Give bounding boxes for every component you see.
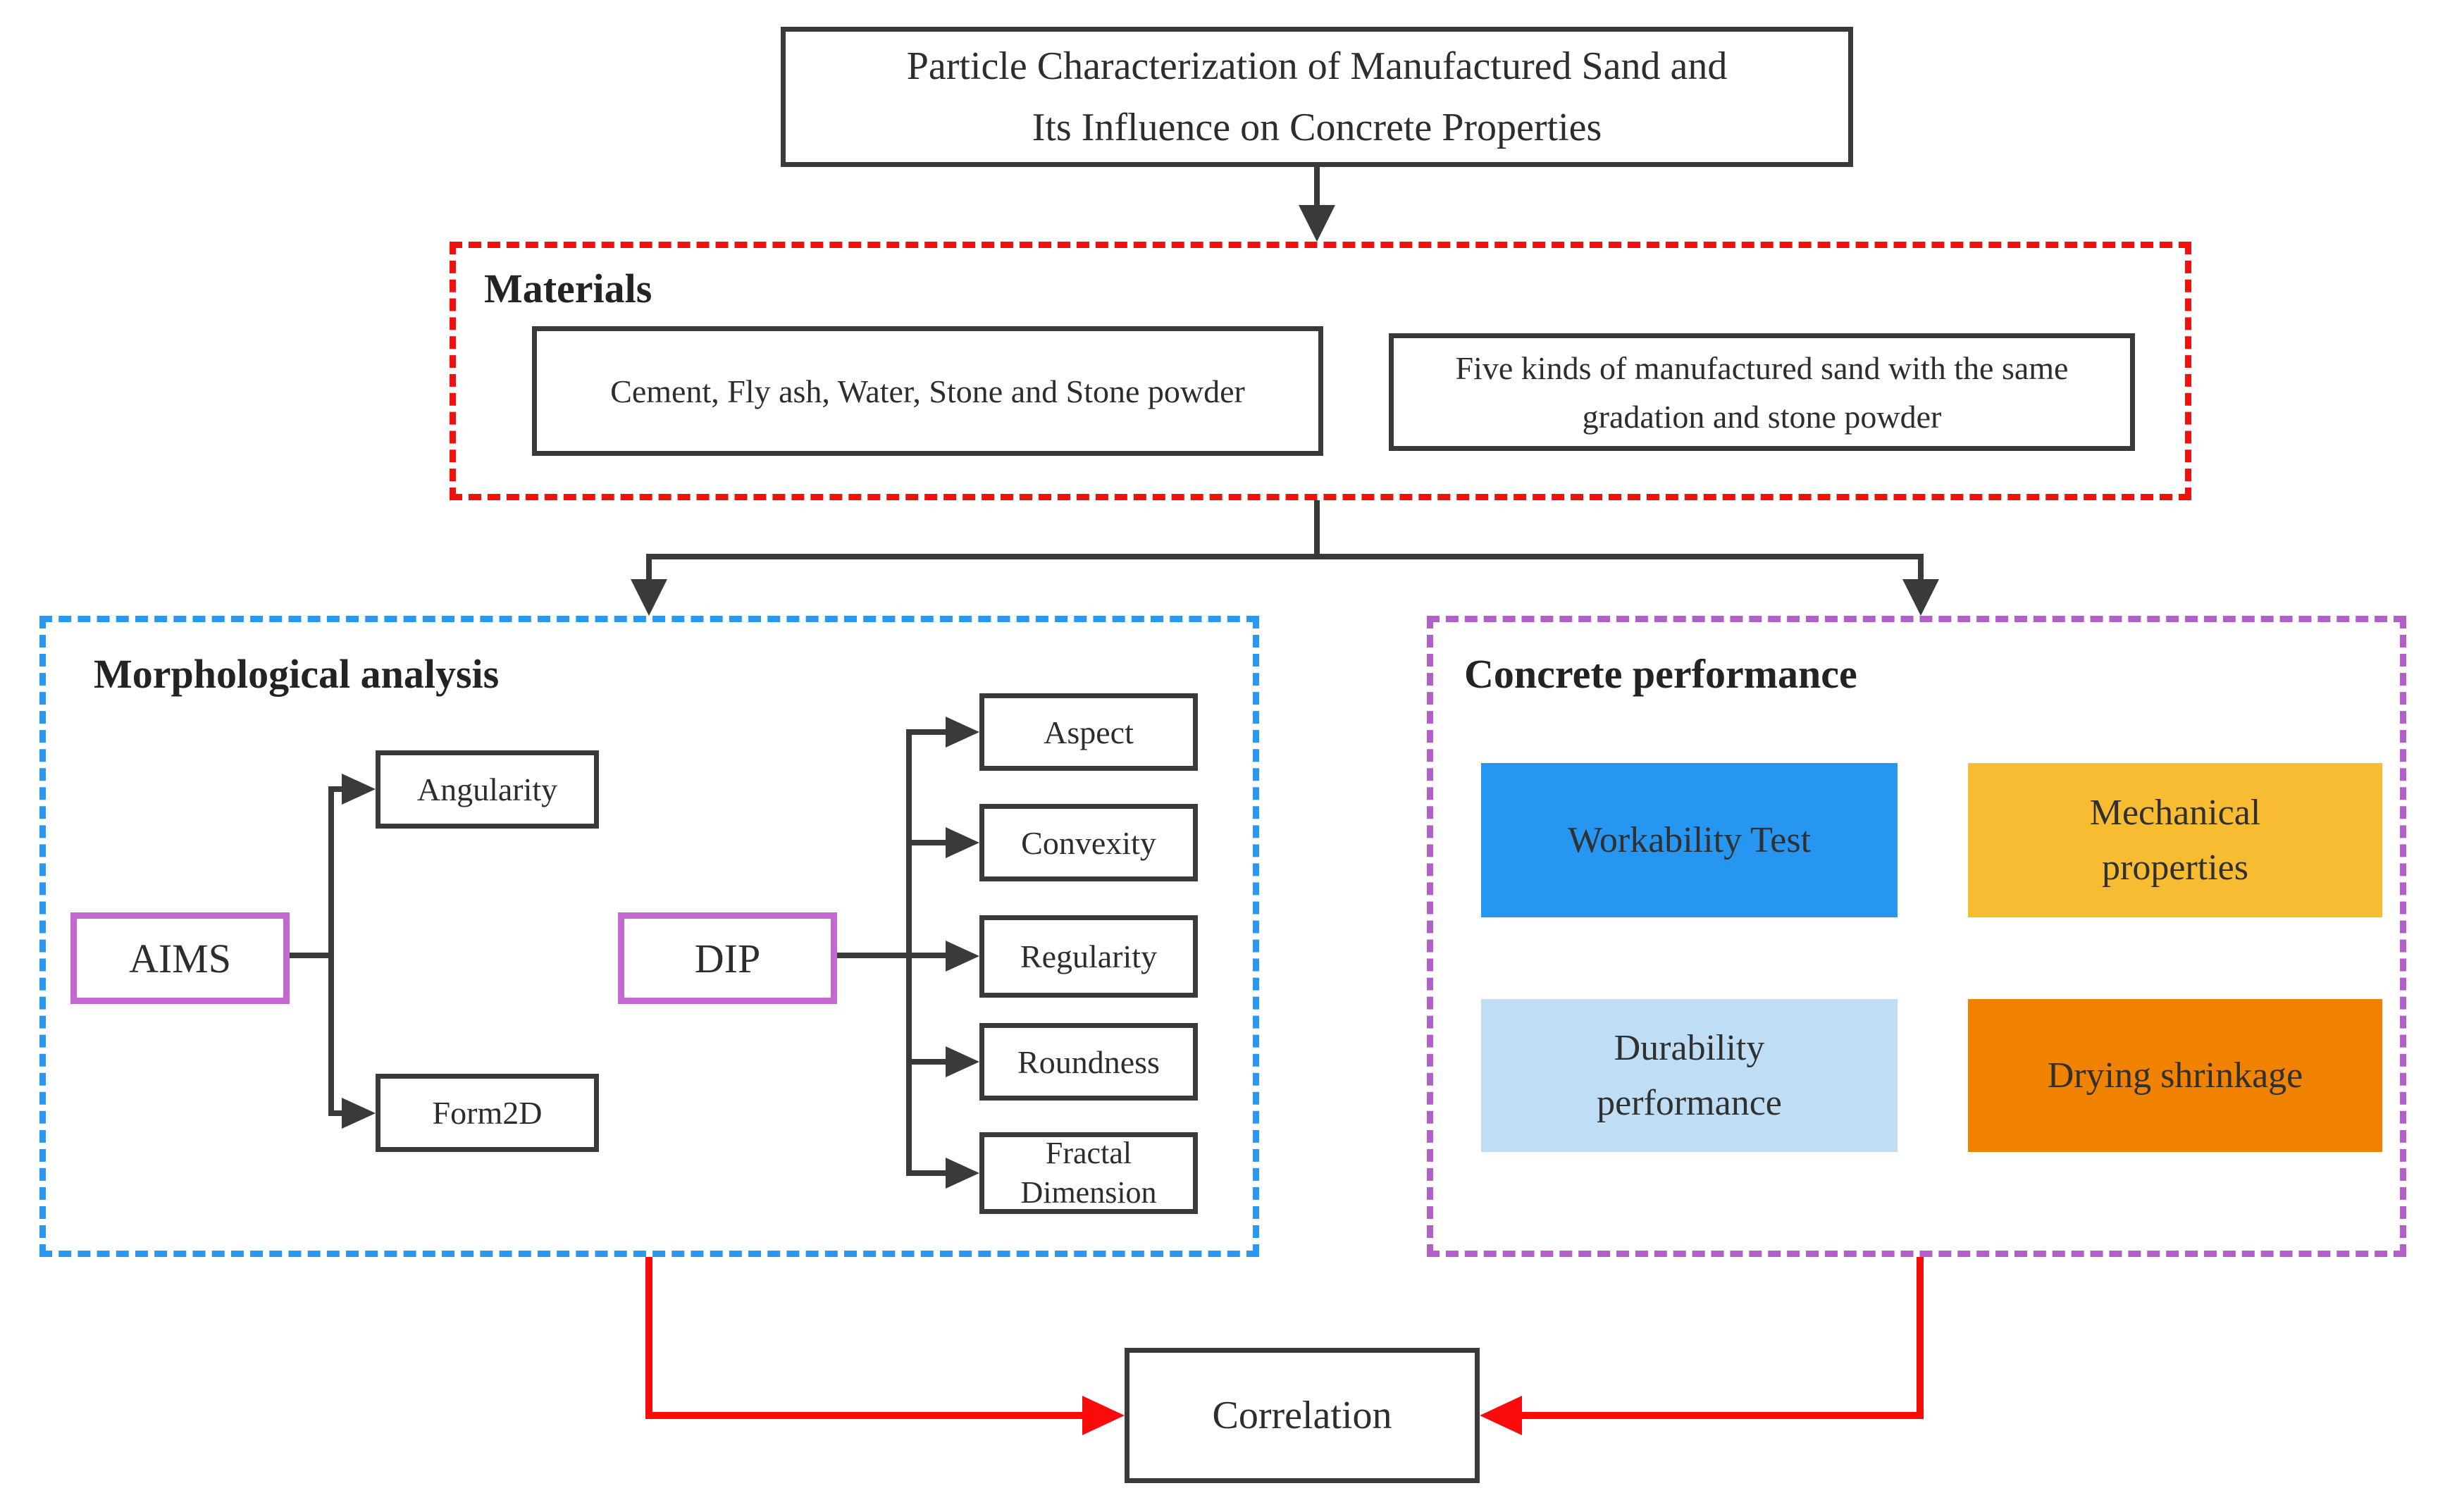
morphological-group-label: Morphological analysis — [94, 651, 500, 697]
form2d-label: Form2D — [432, 1095, 543, 1131]
connector-to-convexity — [906, 840, 948, 845]
arrowhead-into-morphological — [631, 579, 667, 616]
connector-aims-stem — [290, 953, 334, 958]
arrowhead-into-materials — [1299, 205, 1335, 242]
durability-performance-cell: Durability performance — [1481, 999, 1898, 1152]
materials-components-text: Cement, Fly ash, Water, Stone and Stone … — [610, 373, 1245, 409]
workability-test-cell: Workability Test — [1481, 763, 1898, 917]
aims-label: AIMS — [128, 935, 232, 981]
arrowhead-into-form2d — [342, 1098, 376, 1129]
materials-sand-text: Five kinds of manufactured sand with the… — [1455, 349, 2069, 435]
connector-to-aspect — [906, 729, 948, 735]
materials-group-label: Materials — [484, 266, 652, 311]
mechanical-properties-cell: Mechanical properties — [1968, 763, 2382, 917]
arrowhead-into-angularity — [342, 774, 376, 805]
arrowhead-into-convexity — [946, 827, 979, 858]
arrowhead-into-aspect — [946, 717, 979, 748]
arrowhead-into-regularity — [946, 941, 979, 972]
arrowhead-into-fractal — [946, 1158, 979, 1189]
fractal-dimension-label: Fractal Dimension — [1020, 1135, 1157, 1210]
connector-dip-stem — [837, 953, 946, 958]
diagram-title: Particle Characterization of Manufacture… — [906, 44, 1728, 149]
connector-to-roundness — [906, 1059, 948, 1065]
drying-shrinkage-cell: Drying shrinkage — [1968, 999, 2382, 1152]
convexity-box: Convexity — [979, 804, 1198, 881]
connector-to-fractal — [906, 1170, 948, 1176]
connector-split-bar — [646, 554, 1924, 559]
convexity-label: Convexity — [1021, 824, 1156, 861]
arrowhead-into-concrete — [1902, 579, 1939, 616]
red-connector-morphological-run — [645, 1412, 1085, 1419]
correlation-label: Correlation — [1212, 1394, 1392, 1437]
fractal-dimension-box: Fractal Dimension — [979, 1132, 1198, 1214]
red-arrowhead-into-correlation-right — [1480, 1396, 1522, 1435]
form2d-box: Form2D — [376, 1074, 599, 1152]
roundness-box: Roundness — [979, 1023, 1198, 1101]
materials-group-frame: Materials — [450, 242, 2191, 500]
durability-performance-label: Durability performance — [1597, 1027, 1782, 1123]
correlation-box: Correlation — [1125, 1348, 1480, 1483]
regularity-box: Regularity — [979, 915, 1198, 998]
connector-to-angularity — [328, 786, 347, 792]
aspect-box: Aspect — [979, 693, 1198, 771]
workability-test-label: Workability Test — [1567, 819, 1812, 860]
dip-box: DIP — [618, 912, 837, 1004]
aspect-label: Aspect — [1044, 714, 1134, 750]
angularity-label: Angularity — [416, 772, 558, 807]
connector-split-right-drop — [1918, 554, 1924, 582]
mechanical-properties-label: Mechanical properties — [2089, 792, 2261, 888]
roundness-label: Roundness — [1017, 1043, 1160, 1080]
connector-dip-branch — [906, 729, 912, 1176]
angularity-box: Angularity — [376, 750, 599, 829]
red-connector-morphological-drop — [645, 1257, 652, 1419]
concrete-group-frame: Concrete performance — [1427, 616, 2406, 1257]
connector-to-form2d — [328, 1110, 347, 1116]
red-arrowhead-into-correlation-left — [1082, 1396, 1125, 1435]
dip-label: DIP — [694, 935, 761, 981]
red-connector-concrete-run — [1522, 1412, 1924, 1419]
connector-materials-stem — [1314, 500, 1320, 557]
red-connector-concrete-drop — [1917, 1257, 1924, 1419]
drying-shrinkage-label: Drying shrinkage — [2047, 1055, 2303, 1096]
morphological-group-frame: Morphological analysis — [39, 616, 1259, 1257]
materials-sand-box: Five kinds of manufactured sand with the… — [1389, 333, 2135, 451]
title-box: Particle Characterization of Manufacture… — [781, 27, 1853, 167]
materials-components-box: Cement, Fly ash, Water, Stone and Stone … — [532, 326, 1323, 456]
connector-aims-branch — [328, 786, 334, 1116]
concrete-group-label: Concrete performance — [1464, 651, 1857, 697]
regularity-label: Regularity — [1020, 938, 1158, 974]
connector-split-left-drop — [646, 554, 652, 582]
connector-title-to-materials — [1314, 167, 1320, 208]
arrowhead-into-roundness — [946, 1046, 979, 1077]
aims-box: AIMS — [70, 912, 290, 1004]
